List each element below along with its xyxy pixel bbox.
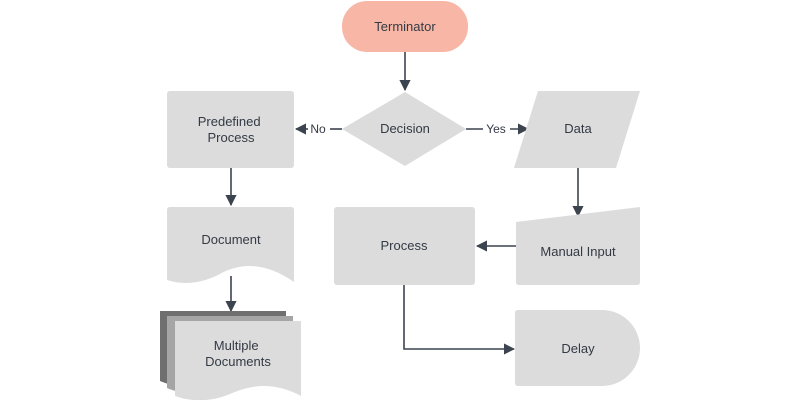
data-shape: [514, 91, 640, 168]
multiple-documents-line-2: Documents: [205, 354, 271, 369]
edge-process-delay: [403, 285, 516, 355]
node-document: Document: [167, 207, 294, 283]
node-process: Process: [334, 207, 475, 285]
terminator-shape: [342, 1, 468, 52]
manual-input-shape: [516, 207, 640, 285]
decision-shape: [342, 92, 466, 166]
terminator-label: Terminator: [374, 19, 436, 34]
multiple-documents-front-sheet: [175, 321, 301, 401]
predefined-process-shape: [167, 91, 294, 168]
node-manual-input: Manual Input: [516, 207, 640, 285]
node-multiple-documents: Multiple Documents: [160, 311, 301, 401]
node-terminator: Terminator: [342, 1, 468, 52]
delay-label: Delay: [561, 341, 595, 356]
process-shape: [334, 207, 475, 285]
edge-label-yes: Yes: [486, 122, 506, 136]
node-predefined-process: Predefined Process: [167, 91, 294, 168]
node-data: Data: [514, 91, 640, 168]
predefined-process-label: Predefined Process: [198, 114, 265, 145]
process-label: Process: [381, 238, 428, 253]
document-shape: [167, 207, 294, 283]
predefined-process-line-2: Process: [208, 130, 255, 145]
multiple-documents-line-1: Multiple: [214, 338, 259, 353]
data-label: Data: [564, 121, 592, 136]
node-decision: Decision: [342, 92, 466, 166]
delay-shape: [515, 310, 640, 386]
decision-label: Decision: [380, 121, 430, 136]
document-label: Document: [201, 232, 261, 247]
multiple-documents-label: Multiple Documents: [205, 338, 271, 369]
predefined-process-line-1: Predefined: [198, 114, 261, 129]
edge-label-no: No: [310, 122, 326, 136]
manual-input-label: Manual Input: [540, 244, 616, 259]
node-delay: Delay: [515, 310, 640, 386]
